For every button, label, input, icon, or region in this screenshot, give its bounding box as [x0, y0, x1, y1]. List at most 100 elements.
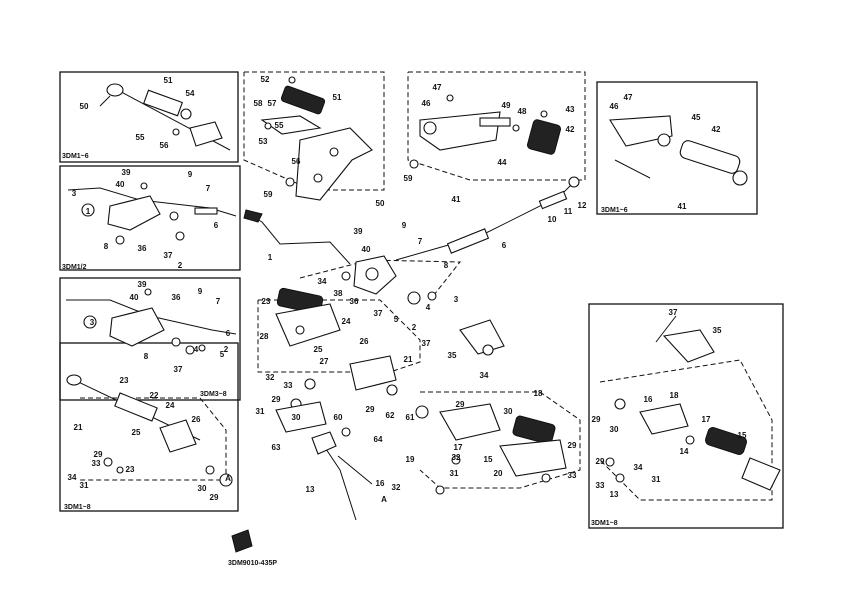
p7-callout: 33	[91, 459, 101, 468]
p7-callout: 31	[79, 481, 89, 490]
p7-callout: 26	[191, 415, 201, 424]
p6-callout: 4	[193, 345, 199, 354]
p4-callout: 41	[677, 202, 687, 211]
p8-callout: 29	[595, 457, 605, 466]
p1-callout: 51	[163, 76, 173, 85]
p8-callout: 34	[633, 463, 643, 472]
p3-callout: 59	[403, 174, 413, 183]
center-callout: 31	[449, 469, 459, 478]
p8-callout: 16	[643, 395, 653, 404]
center-callout: 31	[255, 407, 265, 416]
center-callout: 36	[349, 297, 359, 306]
p3-callout: 47	[432, 83, 442, 92]
center-callout: 3	[453, 295, 459, 304]
p5-callout: 7	[205, 184, 211, 193]
p6-callout: 5	[219, 350, 225, 359]
center-callout: 34	[479, 371, 489, 380]
center-callout: 23	[261, 297, 271, 306]
p7-callout: 24	[165, 401, 175, 410]
p3-callout: 43	[565, 105, 575, 114]
center-callout: 60	[333, 413, 343, 422]
center-callout: 39	[353, 227, 363, 236]
center-callout: 63	[271, 443, 281, 452]
center-callout: 9	[401, 221, 407, 230]
p5-callout: 1	[85, 207, 91, 216]
center-callout: 2	[411, 323, 417, 332]
panel-6-parts	[66, 288, 237, 355]
center-callout: 40	[361, 245, 371, 254]
p7-callout: 34	[67, 473, 77, 482]
p5-callout: 9	[187, 170, 193, 179]
panel-7-model-code: 3DM1~8	[64, 504, 91, 511]
center-callout: 34	[317, 277, 327, 286]
panel-2-parts	[260, 76, 373, 201]
center-callout: 29	[455, 400, 465, 409]
p5-callout: 39	[121, 168, 131, 177]
center-callout: 11	[563, 207, 573, 216]
p2-callout: 53	[258, 137, 268, 146]
p8-callout: 17	[701, 415, 711, 424]
center-callout: 15	[483, 455, 493, 464]
panel-1-model-code: 3DM1~6	[62, 153, 89, 160]
p7-callout: 22	[149, 391, 159, 400]
center-callout: 64	[373, 435, 383, 444]
center-callout: 33	[283, 381, 293, 390]
p2-callout: 55	[274, 121, 284, 130]
center-callout: 12	[577, 201, 587, 210]
center-callout: 27	[319, 357, 329, 366]
center-callout: 38	[333, 289, 343, 298]
p3-callout: 41	[451, 195, 461, 204]
center-callout: 8	[443, 261, 449, 270]
p2-callout: 51	[332, 93, 342, 102]
center-callout: 4	[425, 303, 431, 312]
p7-callout: 29	[93, 450, 103, 459]
center-callout: 17	[453, 443, 463, 452]
p4-callout: 46	[609, 102, 619, 111]
center-callout: 16	[375, 479, 385, 488]
center-callout: 7	[417, 237, 423, 246]
center-callout: A	[381, 495, 387, 504]
center-callout: 29	[567, 441, 577, 450]
center-callout: 25	[313, 345, 323, 354]
p7-callout: A	[225, 474, 231, 483]
center-callout: 37	[373, 309, 383, 318]
drawing-code: 3DM9010-435P	[228, 560, 278, 567]
center-callout: 26	[359, 337, 369, 346]
p6-callout: 9	[197, 287, 203, 296]
center-callout: 28	[259, 332, 269, 341]
p3-callout: 49	[501, 101, 511, 110]
p2-callout: 56	[291, 157, 301, 166]
p6-callout: 40	[129, 293, 139, 302]
center-callout: 21	[403, 355, 413, 364]
p6-callout: 37	[173, 365, 183, 374]
p2-callout: 57	[267, 99, 277, 108]
p7-callout: 25	[131, 428, 141, 437]
center-callout: 32	[391, 483, 401, 492]
p3-callout: 46	[421, 99, 431, 108]
center-callout: 6	[501, 241, 507, 250]
center-callout: 37	[421, 339, 431, 348]
p7-callout: 29	[209, 493, 219, 502]
p6-callout: 8	[143, 352, 149, 361]
center-callout: 35	[447, 351, 457, 360]
p6-callout: 36	[171, 293, 181, 302]
p8-callout: 29	[591, 415, 601, 424]
p2-callout: 50	[375, 199, 385, 208]
panel-7-parts	[66, 374, 233, 487]
center-callout: 13	[305, 485, 315, 494]
panel-5-parts	[67, 182, 237, 245]
p5-callout: 8	[103, 242, 109, 251]
p1-callout: 56	[159, 141, 169, 150]
p5-callout: 2	[177, 261, 183, 270]
p4-callout: 47	[623, 93, 633, 102]
panel-3-parts	[409, 94, 562, 169]
p4-callout: 45	[691, 113, 701, 122]
panel-8-parts	[605, 315, 781, 491]
p1-callout: 55	[135, 133, 145, 142]
center-callout: 62	[385, 411, 395, 420]
panel-5-model-code: 3DM1/2	[62, 264, 87, 271]
p7-callout: 23	[119, 376, 129, 385]
p5-callout: 36	[137, 244, 147, 253]
p7-callout: 21	[73, 423, 83, 432]
